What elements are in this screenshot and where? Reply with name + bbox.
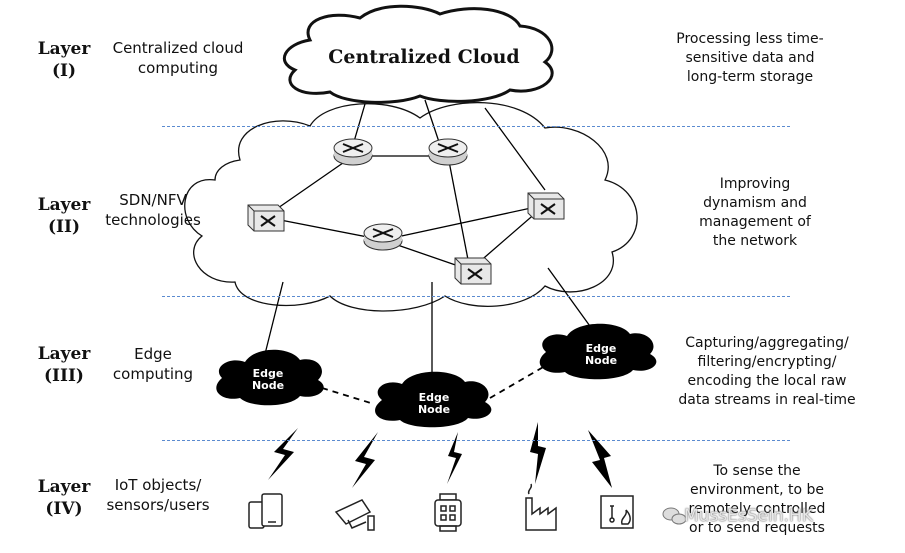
router-icon — [333, 138, 373, 166]
layer-divider — [162, 440, 790, 441]
switch-icon — [454, 257, 492, 285]
centralized-cloud-shape — [282, 4, 554, 104]
edge-node-cloud-left — [216, 349, 324, 406]
edge-dashed-links — [321, 365, 546, 405]
layer-3-name: Layer(III) — [37, 344, 91, 386]
centralized-cloud-title: Centralized Cloud — [328, 46, 519, 68]
router-icon — [428, 138, 468, 166]
wechat-icon — [662, 507, 687, 525]
edge-node-cloud-middle — [375, 371, 492, 428]
link-cloud-switch — [484, 107, 546, 191]
lightning-icon — [268, 422, 612, 488]
layer-4-technology: IoT objects/sensors/users — [106, 476, 210, 514]
layer-1-name: Layer(I) — [37, 39, 91, 81]
switch-icon — [247, 204, 285, 232]
sdn-cloud-shape — [184, 101, 638, 312]
fire-sensor-icon — [600, 495, 634, 529]
router-icon — [363, 223, 403, 251]
factory-icon — [525, 483, 557, 531]
link-cloud-router2 — [424, 99, 441, 146]
layer-divider — [162, 296, 790, 297]
edge-node-cloud-right — [539, 323, 657, 380]
layer-2-name: Layer(II) — [37, 195, 91, 237]
layer-3-role: Capturing/aggregating/filtering/encrypti… — [678, 335, 856, 408]
layer-divider — [162, 126, 790, 127]
smartwatch-icon — [434, 493, 462, 532]
watermark: MussEsSein.HK — [684, 506, 813, 526]
smartphone-tablet-icon — [248, 493, 283, 529]
link-cloud-router1 — [352, 103, 366, 146]
layer-4-name: Layer(IV) — [37, 477, 91, 519]
security-camera-icon — [334, 499, 375, 531]
switch-icon — [527, 192, 565, 220]
